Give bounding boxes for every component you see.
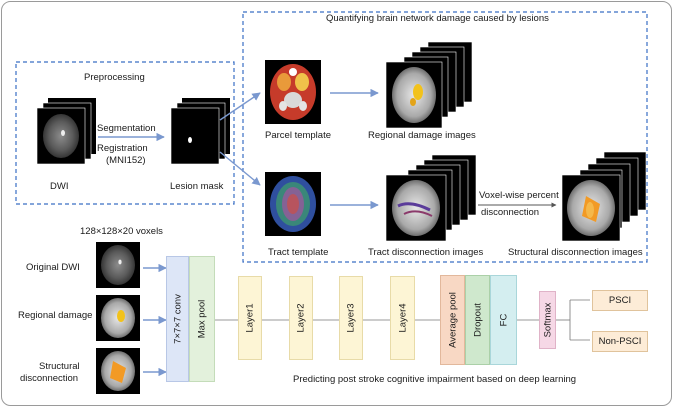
registration-label: Registration <box>97 143 148 154</box>
layer2-block: Layer2 <box>289 276 313 360</box>
layer2-label: Layer2 <box>295 303 307 333</box>
conv-block: 7×7×7 conv <box>166 256 189 382</box>
input-label-structural: Structural <box>39 361 80 372</box>
dwi-stack <box>36 98 96 165</box>
quantify-title: Quantifying brain network damage caused … <box>326 13 549 24</box>
fc-label: FC <box>498 313 509 327</box>
layer3-block: Layer3 <box>339 276 363 360</box>
quantify-box <box>242 11 648 263</box>
dwi-label: DWI <box>50 181 69 192</box>
layer3-label: Layer3 <box>345 303 357 333</box>
tract-disconnection-stack <box>385 154 477 242</box>
dropout-label: Dropout <box>472 303 483 337</box>
lesion-to-tract-arrow <box>219 151 261 186</box>
layer4-label: Layer4 <box>397 303 408 333</box>
voxel-wise-label: Voxel-wise percent <box>479 190 559 201</box>
parcel-template-label: Parcel template <box>265 130 332 141</box>
input-label-original-dwi: Original DWI <box>26 262 80 273</box>
conv-label: 7×7×7 conv <box>172 294 183 344</box>
softmax-block: Softmax <box>539 291 556 349</box>
preprocessing-box <box>15 61 235 205</box>
structural-disconnection-stack <box>561 151 647 242</box>
input-label-disconnection: disconnection <box>20 373 79 384</box>
non-psci-output: Non-PSCI <box>592 331 648 352</box>
network-caption: Predicting post stroke cognitive impairm… <box>293 374 577 385</box>
maxpool-block: Max pool <box>189 256 215 382</box>
mni-label: (MNI152) <box>106 155 146 166</box>
lesion-to-parcel-arrow <box>219 92 261 121</box>
input-regional-damage-image <box>96 295 140 341</box>
input-structural-disconnection-image <box>96 348 140 394</box>
softmax-label: Softmax <box>542 302 553 338</box>
voxels-label: 128×128×20 voxels <box>80 226 163 237</box>
lesion-mask-stack <box>170 98 230 165</box>
dropout-block: Dropout <box>465 275 490 365</box>
psci-output: PSCI <box>592 290 648 311</box>
tract-disconnection-label: Tract disconnection images <box>368 247 484 258</box>
maxpool-label: Max pool <box>196 299 208 339</box>
tract-template-label: Tract template <box>268 247 329 258</box>
structural-disconnection-label: Structural disconnection images <box>508 247 643 258</box>
layer1-block: Layer1 <box>238 276 262 360</box>
regional-damage-label: Regional damage images <box>368 130 476 141</box>
fc-block: FC <box>490 275 517 365</box>
input-original-dwi-image <box>96 242 140 288</box>
layer1-label: Layer1 <box>244 303 256 333</box>
input-label-regional-damage: Regional damage <box>18 310 93 321</box>
disconnection-label: disconnection <box>481 207 540 218</box>
segmentation-label: Segmentation <box>97 123 156 134</box>
preprocessing-title: Preprocessing <box>84 72 145 83</box>
layer-connectors <box>215 299 590 341</box>
tract-template-image <box>265 172 321 236</box>
regional-damage-stack <box>385 41 473 129</box>
avgpool-label: Average pool <box>447 292 458 348</box>
avgpool-block: Average pool <box>440 275 465 365</box>
lesion-mask-label: Lesion mask <box>170 181 224 192</box>
layer4-block: Layer4 <box>390 276 415 360</box>
parcel-template-image <box>265 60 321 124</box>
